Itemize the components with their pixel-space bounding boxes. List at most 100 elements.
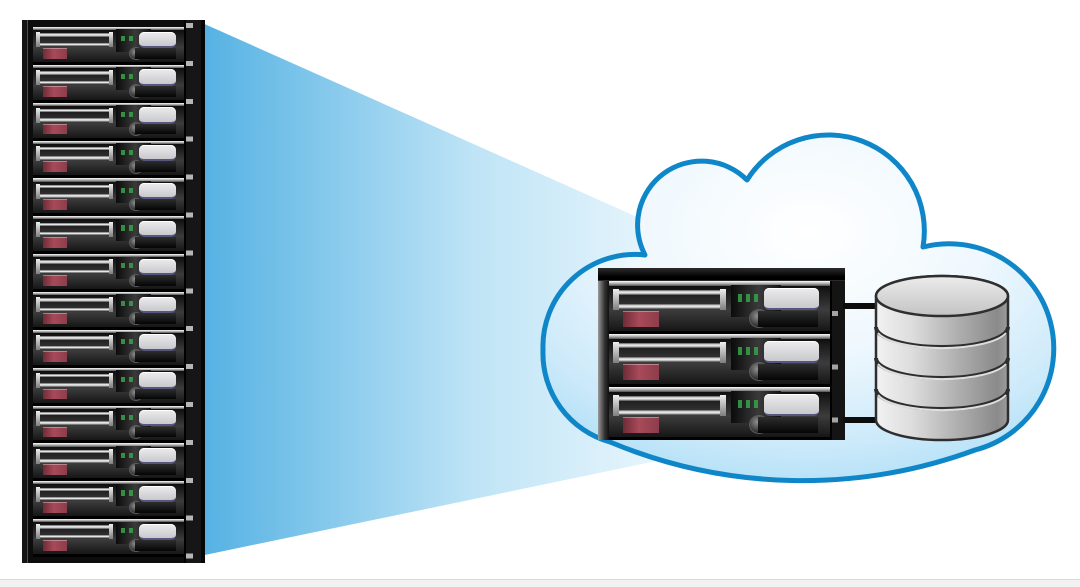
- cloud-server-units: [609, 281, 830, 440]
- unit-drive-bay: [42, 350, 67, 362]
- unit-rail-cap-right: [109, 335, 114, 351]
- unit-right-panel: [758, 364, 818, 380]
- unit-rail-top: [36, 184, 114, 189]
- unit-right-panel: [134, 312, 176, 324]
- unit-top-bezel: [33, 102, 184, 106]
- unit-rail-top: [36, 146, 114, 151]
- unit-top-bezel: [609, 387, 830, 392]
- rack-server-unit: [33, 481, 184, 520]
- unit-rail-cap-left: [36, 183, 40, 199]
- unit-rail-bottom: [613, 409, 727, 415]
- unit-rail-bottom: [613, 303, 727, 309]
- unit-top-bezel: [33, 367, 184, 371]
- rack-server-unit: [33, 64, 184, 103]
- unit-drive-bay: [42, 388, 67, 400]
- unit-rail-top: [36, 108, 114, 113]
- rack-server-unit: [33, 443, 184, 482]
- rack-server-unit: [33, 254, 184, 293]
- rack-server-unit: [33, 216, 184, 255]
- unit-rail-top: [613, 343, 727, 348]
- unit-rail-cap-right: [109, 297, 114, 313]
- unit-drive-bay: [42, 123, 67, 135]
- cloud-server-left-rail: [598, 281, 609, 440]
- unit-rail-cap-left: [36, 221, 40, 237]
- unit-rail-bottom: [36, 42, 114, 47]
- unit-drive-bay: [623, 311, 659, 327]
- unit-right-panel: [134, 540, 176, 551]
- unit-rail-cap-right: [109, 448, 114, 464]
- unit-right-panel: [134, 47, 176, 59]
- unit-rail-cap-right: [109, 524, 114, 540]
- unit-button-panel: [138, 372, 177, 389]
- unit-drive-bay: [623, 417, 659, 433]
- unit-rail-cap-left: [36, 107, 40, 123]
- unit-rail-bottom: [36, 496, 114, 501]
- rack-server-unit: [33, 178, 184, 217]
- rack-server-unit: [33, 367, 184, 406]
- rack-server-unit: [33, 329, 184, 368]
- cloud-server-unit: [609, 334, 830, 387]
- unit-top-bezel: [33, 481, 184, 485]
- unit-top-bezel: [33, 519, 184, 523]
- rack-server-unit: [33, 27, 184, 65]
- unit-top-bezel: [33, 443, 184, 447]
- unit-rail-cap-left: [36, 486, 40, 502]
- unit-top-bezel: [33, 216, 184, 220]
- unit-button-panel: [763, 287, 819, 310]
- unit-right-panel: [134, 464, 176, 476]
- unit-status-led: [121, 490, 135, 496]
- unit-button-panel: [138, 447, 177, 465]
- unit-drive-bay: [42, 237, 67, 248]
- unit-button-panel: [763, 340, 819, 363]
- unit-rail-top: [36, 411, 114, 416]
- unit-rail-cap-right: [109, 486, 114, 502]
- unit-button-panel: [138, 410, 177, 427]
- unit-button-panel: [138, 107, 177, 124]
- unit-rail-bottom: [36, 459, 114, 463]
- unit-rail-cap-right: [109, 410, 114, 426]
- unit-top-bezel: [33, 254, 184, 258]
- db-separators: [874, 326, 1010, 412]
- unit-top-bezel: [33, 64, 184, 68]
- unit-rail-top: [36, 33, 114, 37]
- unit-rail-bottom: [613, 356, 727, 362]
- unit-rail-cap-left: [36, 524, 40, 540]
- rack-units: [27, 20, 184, 563]
- unit-rail-cap-right: [109, 32, 114, 48]
- unit-drive-bay: [42, 426, 67, 438]
- unit-rail-top: [36, 71, 114, 75]
- unit-status-led: [121, 528, 135, 534]
- unit-rail-top: [36, 336, 114, 340]
- unit-rail-cap-left: [36, 70, 40, 86]
- unit-rail-top: [36, 525, 114, 529]
- unit-rail-cap-left: [36, 372, 40, 388]
- unit-rail-bottom: [36, 345, 114, 350]
- unit-top-bezel: [33, 292, 184, 296]
- unit-button-panel: [138, 523, 177, 540]
- unit-button-panel: [138, 334, 177, 351]
- unit-status-led: [121, 263, 135, 269]
- unit-button-panel: [138, 31, 177, 48]
- unit-rail-bottom: [36, 534, 114, 539]
- unit-right-panel: [758, 311, 818, 327]
- unit-status-led: [121, 414, 135, 420]
- cloud-server-body: [598, 281, 845, 440]
- unit-right-panel: [134, 85, 176, 97]
- rack-mounting-rail: [184, 20, 205, 563]
- unit-status-led: [738, 347, 759, 355]
- unit-drive-bay: [623, 364, 659, 380]
- unit-rail-cap-right: [109, 221, 114, 237]
- unit-status-led: [121, 36, 135, 42]
- unit-button-panel: [138, 296, 177, 313]
- connector-cable: [843, 303, 885, 309]
- unit-status-led: [121, 111, 135, 117]
- unit-top-bezel: [609, 334, 830, 339]
- unit-right-panel: [134, 388, 176, 400]
- unit-rail-cap-left: [36, 335, 40, 351]
- rack-server-unit: [33, 140, 184, 179]
- unit-rail-cap-right: [109, 145, 114, 161]
- unit-drive-bay: [42, 199, 67, 211]
- unit-right-panel: [134, 502, 176, 514]
- page-bottom-border: [0, 579, 1080, 587]
